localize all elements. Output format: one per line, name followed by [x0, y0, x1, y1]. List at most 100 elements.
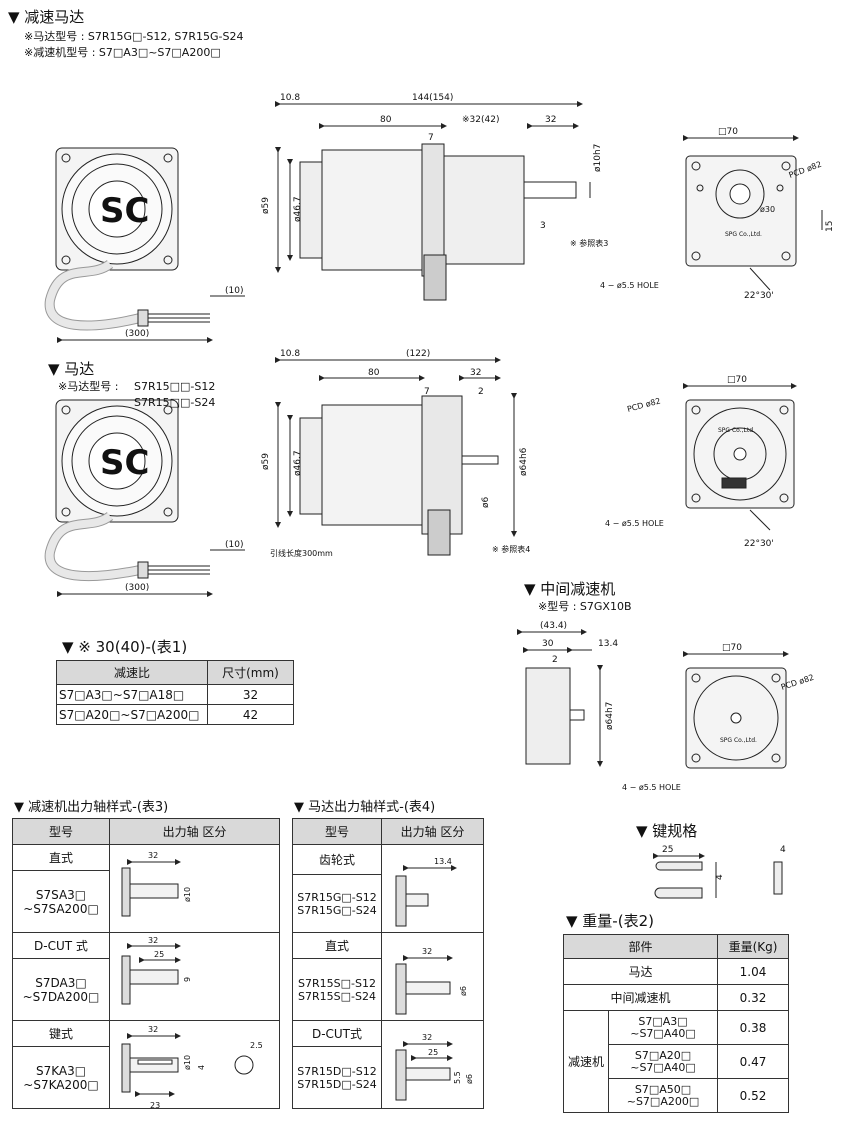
s1-total: 144(154) — [412, 93, 453, 103]
table4-models: S7R15S□-S12 S7R15S□-S24 — [292, 958, 382, 1021]
key-title: ▼ 键规格 — [636, 822, 698, 840]
section3-model: ※型号 : S7GX10B — [538, 600, 632, 613]
intermediate-reducer-views — [517, 629, 789, 769]
t4-d6: ø6 — [465, 1074, 474, 1084]
table4-model: S7R15G□-S24 — [297, 903, 377, 917]
table2-gear-models: S7□A3□ ~S7□A40□ — [608, 1010, 718, 1045]
table3-type: 直式 — [12, 844, 110, 871]
s2-d80: 80 — [368, 368, 380, 378]
s2-brand: SPG Co.,Ltd. — [718, 427, 755, 434]
table2-cell: 0.52 — [717, 1078, 789, 1113]
table1: 减速比 尺寸(mm) S7□A3□~S7□A18□ 32 S7□A20□~S7□… — [56, 660, 294, 725]
t3-d25k: 2.5 — [250, 1041, 263, 1050]
table4-type: 齿轮式 — [292, 844, 382, 875]
table2-cell: 中间减速机 — [563, 984, 718, 1011]
table2-gear-label: 减速机 — [563, 1010, 609, 1113]
table3-model: ~S7KA200□ — [23, 1077, 99, 1092]
table4-model: S7R15D□-S12 — [297, 1064, 377, 1078]
section3-title: ▼ 中间减速机 — [524, 580, 616, 598]
table2-header-part: 部件 — [563, 934, 718, 959]
s2-ref: ※ 参照表4 — [492, 544, 530, 554]
s1-brand: SPG Co.,Ltd. — [725, 231, 762, 238]
section1-motor-model: ※马达型号 : S7R15G□-S12, S7R15G-S24 — [24, 30, 244, 43]
s1-d30: ø30 — [760, 205, 775, 214]
s1-d467: ø46.7 — [293, 196, 303, 222]
s2-total: (122) — [406, 349, 430, 359]
table2-header-weight: 重量(Kg) — [717, 934, 789, 959]
s2-angle: 22°30' — [744, 539, 774, 549]
s2-hole: 4 − ø5.5 HOLE — [605, 519, 664, 528]
gearmotor-front-view — [683, 135, 823, 291]
t3-d10: ø10 — [183, 1055, 192, 1070]
s3-d64: ø64h7 — [605, 702, 615, 730]
t3-d32: 32 — [148, 1025, 158, 1034]
s1-sq70: □70 — [718, 127, 738, 137]
t4-d55: 5.5 — [453, 1071, 462, 1084]
table3-header-model: 型号 — [12, 818, 110, 845]
s2-pcd: PCD ø82 — [626, 396, 661, 414]
key-d4b: 4 — [780, 845, 786, 855]
s3-d134: 13.4 — [598, 639, 618, 649]
table3-models: S7DA3□ ~S7DA200□ — [12, 958, 110, 1021]
table3-models: S7SA3□ ~S7SA200□ — [12, 870, 110, 933]
table3-title: ▼ 减速机出力轴样式-(表3) — [14, 800, 169, 815]
table4-type: 直式 — [292, 932, 382, 959]
s2-d32: 32 — [470, 368, 481, 378]
s2-d108: 10.8 — [280, 349, 300, 359]
table2-model: S7□A3□ — [638, 1014, 688, 1028]
t3-d4: 4 — [197, 1065, 206, 1070]
table4-header-shaft: 出力轴 区分 — [381, 818, 484, 845]
table2-cell: 马达 — [563, 958, 718, 985]
table4-shaft-sketches: 13.4 32 ø6 32 25 5.5 ø6 — [395, 857, 474, 1101]
table1-header-ratio: 减速比 — [56, 660, 208, 685]
s2-sq70: □70 — [727, 375, 747, 385]
t3-d10: ø10 — [183, 887, 192, 902]
t3-d32: 32 — [148, 936, 158, 945]
s1-d108: 10.8 — [280, 93, 300, 103]
table4-type: D-CUT式 — [292, 1020, 382, 1047]
s1-ref: ※ 参照表3 — [570, 238, 608, 248]
motor-side-view — [275, 357, 517, 556]
s3-d2: 2 — [552, 655, 558, 665]
table1-cell: S7□A20□~S7□A200□ — [56, 704, 208, 725]
table2-title: ▼ 重量-(表2) — [566, 912, 654, 930]
table2: 部件 重量(Kg) 马达 1.04 中间减速机 0.32 减速机 S7□A3□ … — [563, 934, 789, 1113]
section2-title: ▼ 马达 — [48, 360, 95, 378]
section2-model-label: ※马达型号 : — [58, 380, 119, 393]
s1-d7: 7 — [428, 133, 434, 143]
table2-gear-models: S7□A50□ ~S7□A200□ — [608, 1078, 718, 1113]
s2-cable10: (10) — [225, 540, 243, 550]
section2-model2: S7R15□□-S24 — [134, 396, 216, 409]
key-spec-drawing — [653, 853, 783, 899]
t4-d25: 25 — [428, 1048, 438, 1057]
s2-d59: ø59 — [261, 453, 271, 470]
table4-model: S7R15S□-S12 — [298, 976, 376, 990]
table1-header-size: 尺寸(mm) — [207, 660, 294, 685]
t3-d32: 32 — [148, 851, 158, 860]
table4-header-model: 型号 — [292, 818, 382, 845]
s2-d467: ø46.7 — [293, 450, 303, 476]
table4-models: S7R15G□-S12 S7R15G□-S24 — [292, 874, 382, 933]
s1-hole: 4 − ø5.5 HOLE — [600, 281, 659, 290]
motor-rear-view: SC — [44, 399, 245, 597]
s2-d2: 2 — [478, 387, 484, 397]
table2-cell: 0.38 — [717, 1010, 789, 1045]
s1-cable10: (10) — [225, 286, 243, 296]
s3-d30: 30 — [542, 639, 554, 649]
s3-brand: SPG Co.,Ltd. — [720, 737, 757, 744]
section1-gear-model: ※减速机型号 : S7□A3□~S7□A200□ — [24, 46, 221, 59]
table1-title: ▼ ※ 30(40)-(表1) — [62, 638, 188, 656]
table4-model: S7R15S□-S24 — [298, 989, 376, 1003]
s1-shaft: ø10h7 — [593, 144, 603, 172]
table3-type: 键式 — [12, 1020, 110, 1047]
table4-model: S7R15G□-S12 — [297, 890, 377, 904]
table2-model: ~S7□A40□ — [630, 1026, 696, 1040]
key-d4a: 4 — [715, 874, 725, 880]
table4-model: S7R15D□-S24 — [297, 1077, 377, 1091]
table1-cell: S7□A3□~S7□A18□ — [56, 684, 208, 705]
table3-model: S7KA3□ — [35, 1063, 87, 1078]
s2-d7: 7 — [424, 387, 430, 397]
s3-total: (43.4) — [540, 621, 567, 631]
s1-d32b: 32 — [545, 115, 556, 125]
